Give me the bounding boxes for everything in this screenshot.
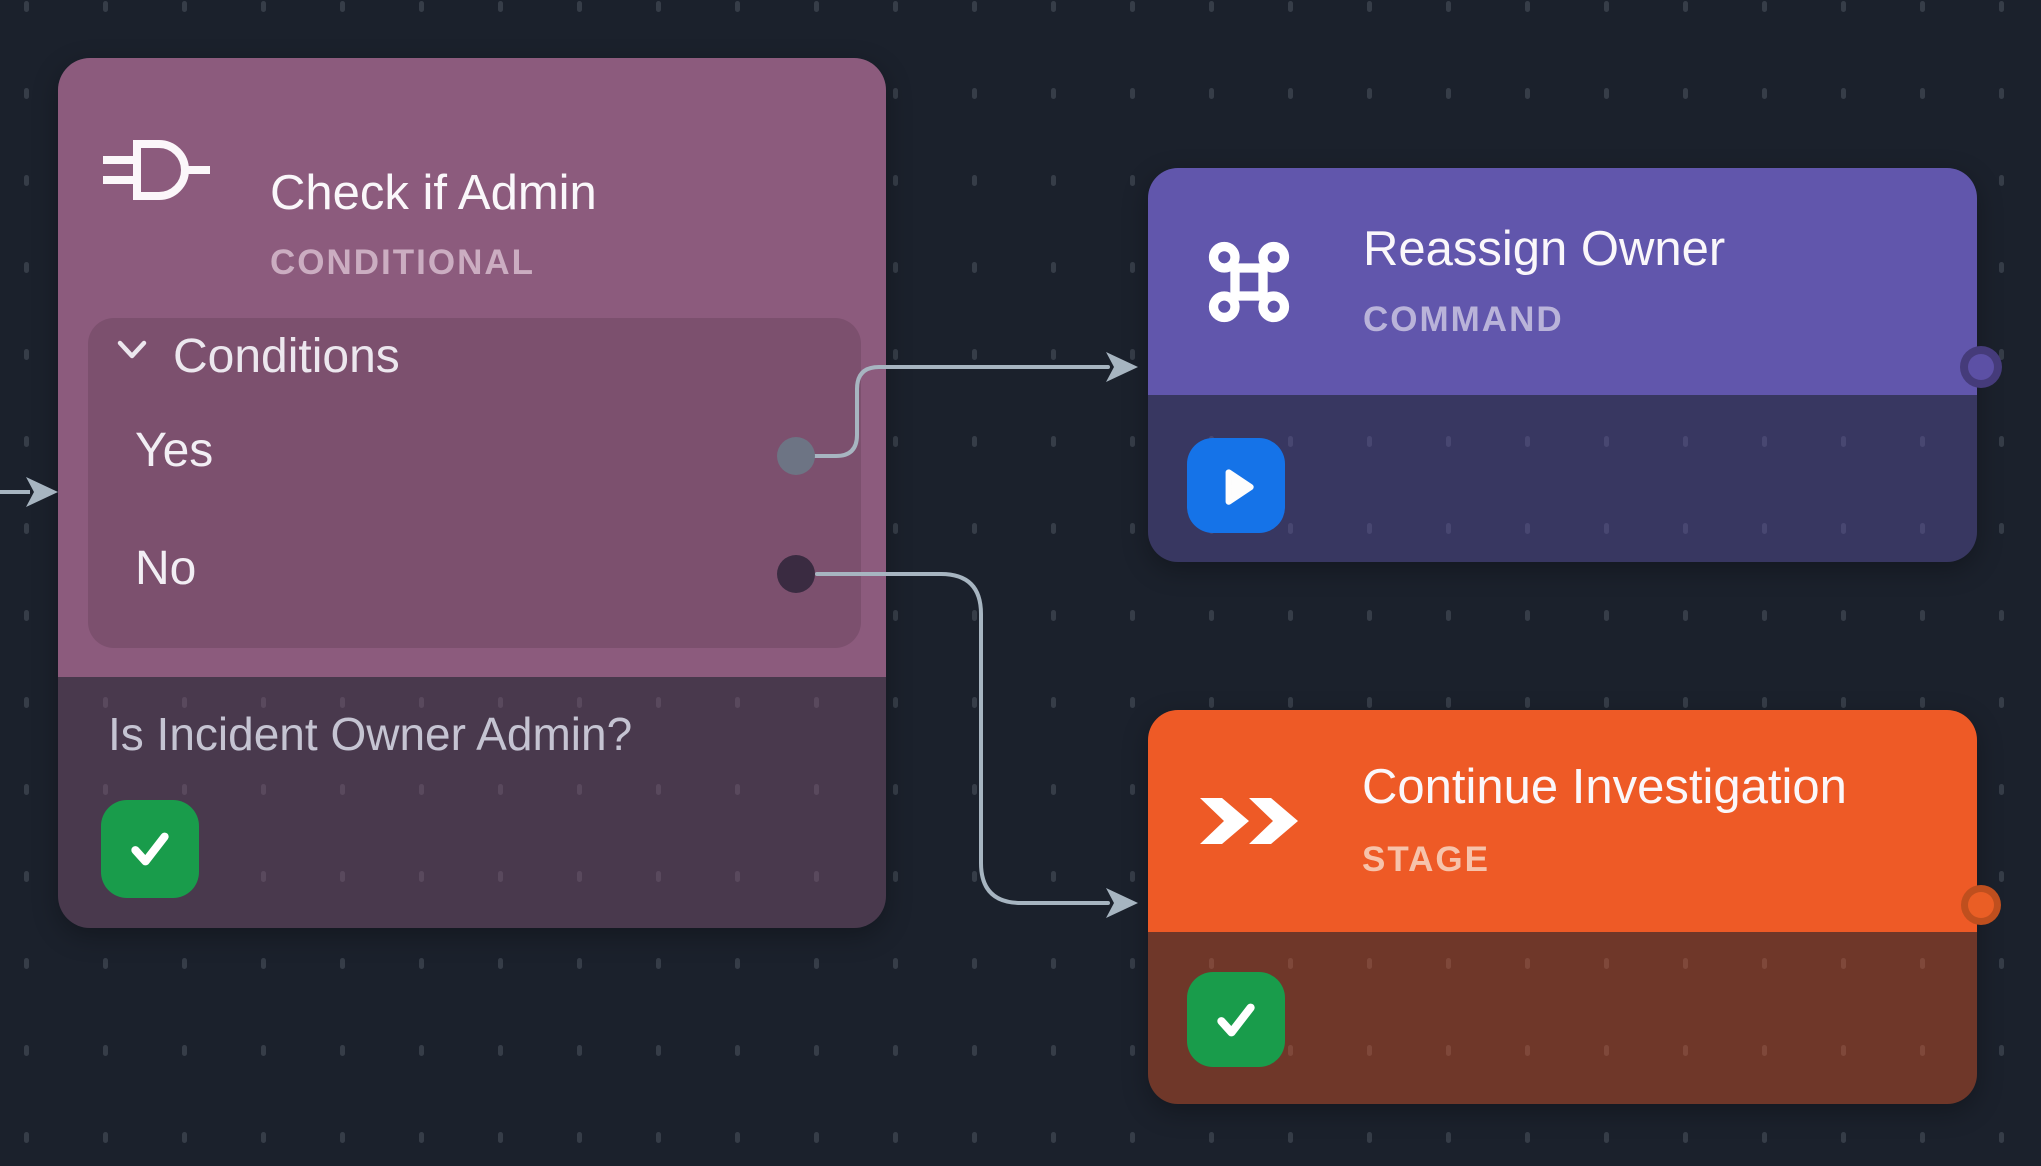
node-type-label: CONDITIONAL bbox=[270, 243, 536, 282]
stage-node-body bbox=[1148, 932, 1977, 1104]
play-icon bbox=[1225, 468, 1254, 505]
logic-gate-icon bbox=[103, 140, 210, 200]
condition-description: Is Incident Owner Admin? bbox=[108, 708, 633, 760]
chevron-down-icon[interactable] bbox=[116, 338, 148, 362]
checkmark-icon bbox=[1217, 1003, 1255, 1036]
conditions-panel: Conditions Yes No bbox=[88, 318, 861, 648]
conditions-toggle[interactable]: Conditions bbox=[173, 330, 400, 383]
fast-forward-icon bbox=[1200, 798, 1298, 844]
node-type-label: STAGE bbox=[1362, 840, 1490, 879]
command-icon bbox=[1208, 241, 1290, 323]
command-node-header: Reassign Owner COMMAND bbox=[1148, 168, 1977, 395]
conditional-node-header: Check if Admin CONDITIONAL Conditions Ye… bbox=[58, 58, 886, 677]
branch-label-yes: Yes bbox=[135, 424, 214, 477]
checkmark-icon bbox=[131, 832, 169, 866]
stage-node-header: Continue Investigation STAGE bbox=[1148, 710, 1977, 932]
node-title: Continue Investigation bbox=[1362, 760, 1847, 814]
node-title: Check if Admin bbox=[270, 166, 597, 220]
node-type-label: COMMAND bbox=[1363, 300, 1564, 339]
command-node-body bbox=[1148, 395, 1977, 562]
node-continue-investigation[interactable]: Continue Investigation STAGE bbox=[1148, 710, 1977, 1104]
conditional-node-body: Is Incident Owner Admin? bbox=[58, 677, 886, 928]
node-reassign-owner[interactable]: Reassign Owner COMMAND bbox=[1148, 168, 1977, 562]
node-title: Reassign Owner bbox=[1363, 222, 1726, 276]
status-success-button[interactable] bbox=[1187, 972, 1285, 1067]
run-command-button[interactable] bbox=[1187, 438, 1285, 533]
branch-label-no: No bbox=[135, 542, 197, 595]
node-check-if-admin[interactable]: Check if Admin CONDITIONAL Conditions Ye… bbox=[58, 58, 886, 928]
status-success-button[interactable] bbox=[101, 800, 199, 898]
